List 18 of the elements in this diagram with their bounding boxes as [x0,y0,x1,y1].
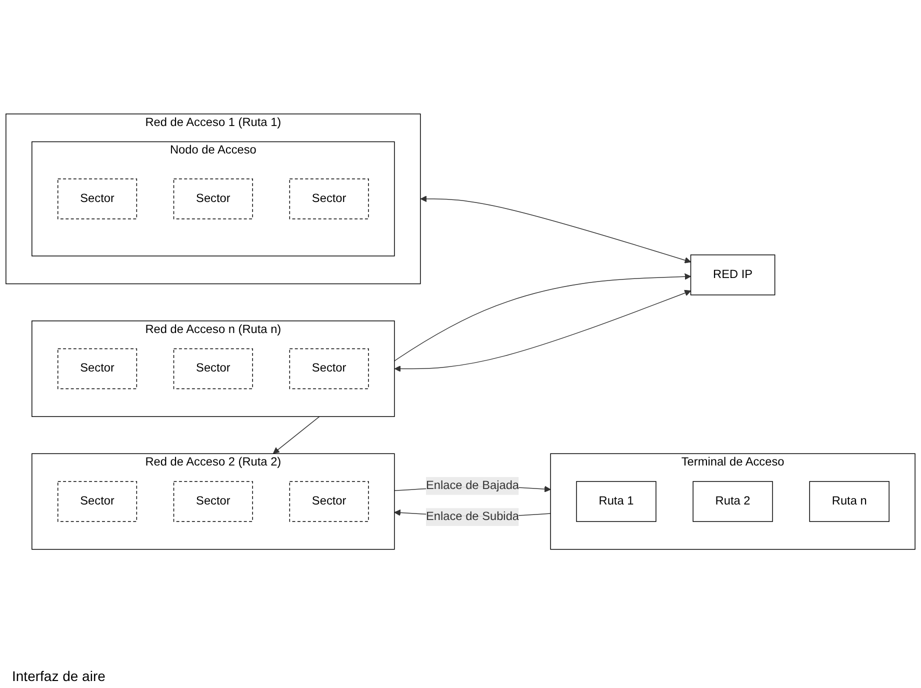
node-box: Sector [289,481,369,522]
node-box: Sector [58,348,138,390]
node-box: Sector [173,481,253,522]
arrow [394,290,692,372]
edge-label: Enlace de Subida [426,510,520,524]
node-box: Sector [58,481,138,522]
node-box: Sector [173,348,253,390]
node-box: Sector [173,178,253,220]
node-box: Ruta n [809,481,890,522]
node-box: Ruta 2 [692,481,773,522]
node-box: Sector [289,178,369,220]
note-label: Interfaz de aire [12,668,106,684]
node-box: RED IP [690,254,776,296]
node-box: Ruta 1 [576,481,656,522]
arrow [420,196,692,264]
edge-label: Enlace de Bajada [426,480,520,492]
node-box: Sector [58,178,138,220]
node-box: Sector [289,348,369,390]
